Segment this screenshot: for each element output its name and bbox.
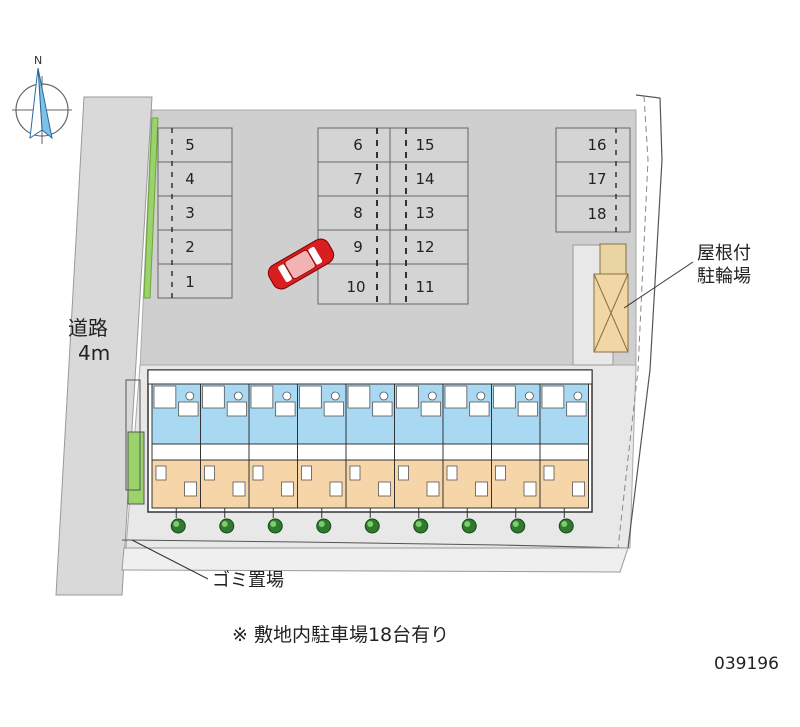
apartment-unit <box>248 383 298 518</box>
compass-north-label: N <box>34 54 42 67</box>
parking-number: 16 <box>587 136 606 154</box>
apartment-unit <box>442 383 492 518</box>
south-strip <box>121 547 629 573</box>
tree-icon <box>461 518 477 534</box>
apartment-unit <box>394 383 444 518</box>
parking-note: ※ 敷地内駐車場18台有り <box>232 624 450 646</box>
tree-icon <box>219 518 235 534</box>
parking-number: 3 <box>185 204 195 222</box>
road-name: 道路 <box>68 316 108 340</box>
bike-shelter-label-line1: 屋根付 <box>697 243 751 264</box>
car-icon <box>267 238 335 290</box>
bike-shelter-label-line2: 駐輪場 <box>697 266 751 287</box>
road-width: 4m <box>78 341 111 365</box>
parking-number: 18 <box>587 205 606 223</box>
parking-number: 8 <box>353 204 363 222</box>
apartment-unit <box>297 383 347 518</box>
apartment-unit <box>539 383 589 518</box>
tree-icon <box>170 518 186 534</box>
parking-number: 2 <box>185 238 195 256</box>
garbage-area <box>125 379 141 491</box>
bike-shelter <box>572 243 629 366</box>
bike-shelter-label: 屋根付 駐輪場 <box>697 242 751 288</box>
apartment-units <box>151 383 589 518</box>
parking-number: 14 <box>415 170 434 188</box>
garbage-label: ゴミ置場 <box>212 570 284 591</box>
parking-number: 17 <box>587 170 606 188</box>
apartment-unit <box>200 383 250 518</box>
tree-icon <box>267 518 283 534</box>
parking-space <box>157 127 233 163</box>
tree-icon <box>558 518 574 534</box>
tree-icon <box>413 518 429 534</box>
compass-icon: N <box>12 54 72 144</box>
garbage-leader <box>131 539 209 580</box>
parking-number: 6 <box>353 136 363 154</box>
site-boundary-south <box>121 539 629 549</box>
parking-space <box>157 263 233 299</box>
parking-number: 10 <box>346 278 365 296</box>
site-boundary-east-dash <box>617 95 649 549</box>
parking-space <box>157 229 233 265</box>
parking-col-4 <box>555 127 631 233</box>
parking-number: 4 <box>185 170 195 188</box>
parking-number: 11 <box>415 278 434 296</box>
parking-number: 5 <box>185 136 195 154</box>
garbage-area <box>127 431 145 505</box>
tree-icon <box>364 518 380 534</box>
parking-space <box>157 161 233 197</box>
tree-icon <box>510 518 526 534</box>
road-label: 道路 4m <box>68 312 110 365</box>
parking-number: 1 <box>185 273 195 291</box>
parking-number: 12 <box>415 238 434 256</box>
parking-number: 15 <box>415 136 434 154</box>
parking-number: 7 <box>353 170 363 188</box>
parking-numbers: 5 4 3 2 1 6 7 8 9 10 15 14 13 12 11 16 1… <box>185 136 606 296</box>
parking-col-3 <box>389 127 469 305</box>
apartment-unit <box>151 383 201 518</box>
apartment-unit <box>345 383 395 518</box>
tree-icon <box>316 518 332 534</box>
hedge <box>143 117 159 299</box>
parking-number: 13 <box>415 204 434 222</box>
parking-space <box>157 195 233 231</box>
apartment-unit <box>491 383 541 518</box>
trees <box>170 518 574 534</box>
bike-shelter-leader <box>623 261 694 309</box>
parking-col-1 <box>157 127 233 299</box>
property-code: 039196 <box>714 654 779 674</box>
parking-number: 9 <box>353 238 363 256</box>
